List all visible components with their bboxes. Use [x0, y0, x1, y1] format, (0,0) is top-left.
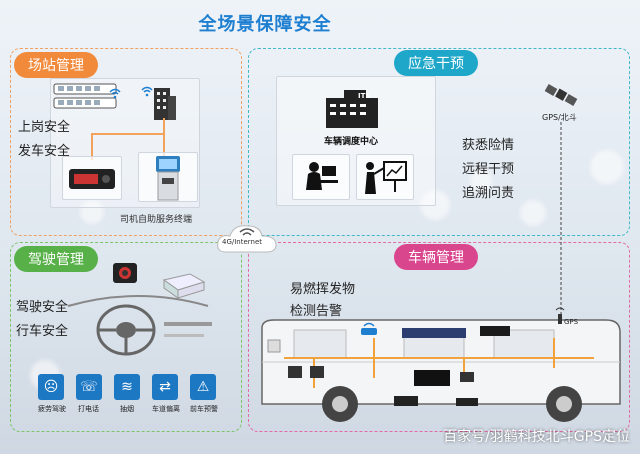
forward-collision-icon: ⚠	[190, 374, 216, 400]
driving-item-safe-travel: 行车安全	[16, 324, 69, 339]
station-item-departure: 发车安全	[18, 144, 71, 159]
vehicle-item-alarm: 检测告警	[290, 304, 343, 319]
network-cloud-icon	[217, 225, 277, 253]
watermark: 百家号/羽鹤科技北斗GPS定位	[443, 429, 630, 445]
behavior-label-phone: 打电话	[78, 405, 99, 413]
vehicle-gps-label: GPS	[564, 318, 579, 326]
dashcam-device-icon	[113, 263, 137, 283]
gps-signal-line	[560, 122, 562, 318]
presentation-icon	[365, 161, 407, 194]
kiosk-caption: 司机自助服务终端	[120, 215, 193, 225]
behavior-label-smoking: 抽烟	[120, 405, 134, 413]
station-panel	[10, 48, 242, 236]
emergency-item-remote: 远程干预	[462, 162, 515, 177]
page-title: 全场景保障安全	[198, 14, 332, 35]
lane-departure-icon: ⇄	[152, 374, 178, 400]
monitor-module-icon	[162, 273, 206, 299]
dispatch-building-icon	[326, 90, 378, 128]
behavior-label-collision: 前车预警	[190, 405, 218, 413]
satellite-gps-label: GPS/北斗	[542, 113, 577, 122]
dispatch-center-label: 车辆调度中心	[324, 137, 379, 147]
emergency-item-trace: 追溯问责	[462, 186, 515, 201]
driving-tag: 驾驶管理	[14, 246, 98, 272]
bus-illustration	[261, 319, 621, 422]
station-item-onduty: 上岗安全	[18, 120, 71, 135]
vehicle-tag: 车辆管理	[394, 244, 478, 270]
vehicle-wifi-icon	[361, 322, 377, 335]
phone-call-icon: ☏	[76, 374, 102, 400]
fatigue-driving-icon: ☹	[38, 374, 64, 400]
bus-depot-icon	[53, 83, 117, 109]
self-service-kiosk-icon	[156, 156, 180, 201]
background-bokeh	[590, 150, 624, 184]
driving-item-safe-driving: 驾驶安全	[16, 300, 69, 315]
operator-desk-icon	[306, 162, 338, 190]
background-bokeh	[470, 170, 492, 192]
emergency-tag: 应急干预	[394, 50, 478, 76]
building-sign: ITS	[358, 92, 371, 100]
background-bokeh	[80, 200, 104, 224]
steering-wheel-icon	[67, 295, 212, 356]
emergency-panel	[248, 48, 630, 236]
satellite-icon	[544, 84, 578, 106]
wifi-icon	[109, 88, 121, 99]
behavior-label-lane: 车道偏离	[152, 405, 180, 413]
network-label: 4G/Internet	[222, 238, 263, 246]
breathalyzer-device-icon	[69, 169, 115, 189]
office-building-icon	[154, 88, 176, 120]
driving-panel	[10, 242, 242, 432]
gps-antenna-icon	[555, 307, 565, 324]
vehicle-panel	[248, 242, 630, 432]
background-bokeh	[520, 200, 546, 226]
smoking-icon: ≋	[114, 374, 140, 400]
operator-frame	[292, 154, 350, 200]
behavior-label-fatigue: 疲劳驾驶	[38, 405, 66, 413]
station-tag: 场站管理	[14, 52, 98, 78]
vehicle-item-volatile: 易燃挥发物	[290, 282, 356, 297]
wifi-icon	[141, 86, 153, 97]
emergency-item-alert: 获悉险情	[462, 138, 515, 153]
